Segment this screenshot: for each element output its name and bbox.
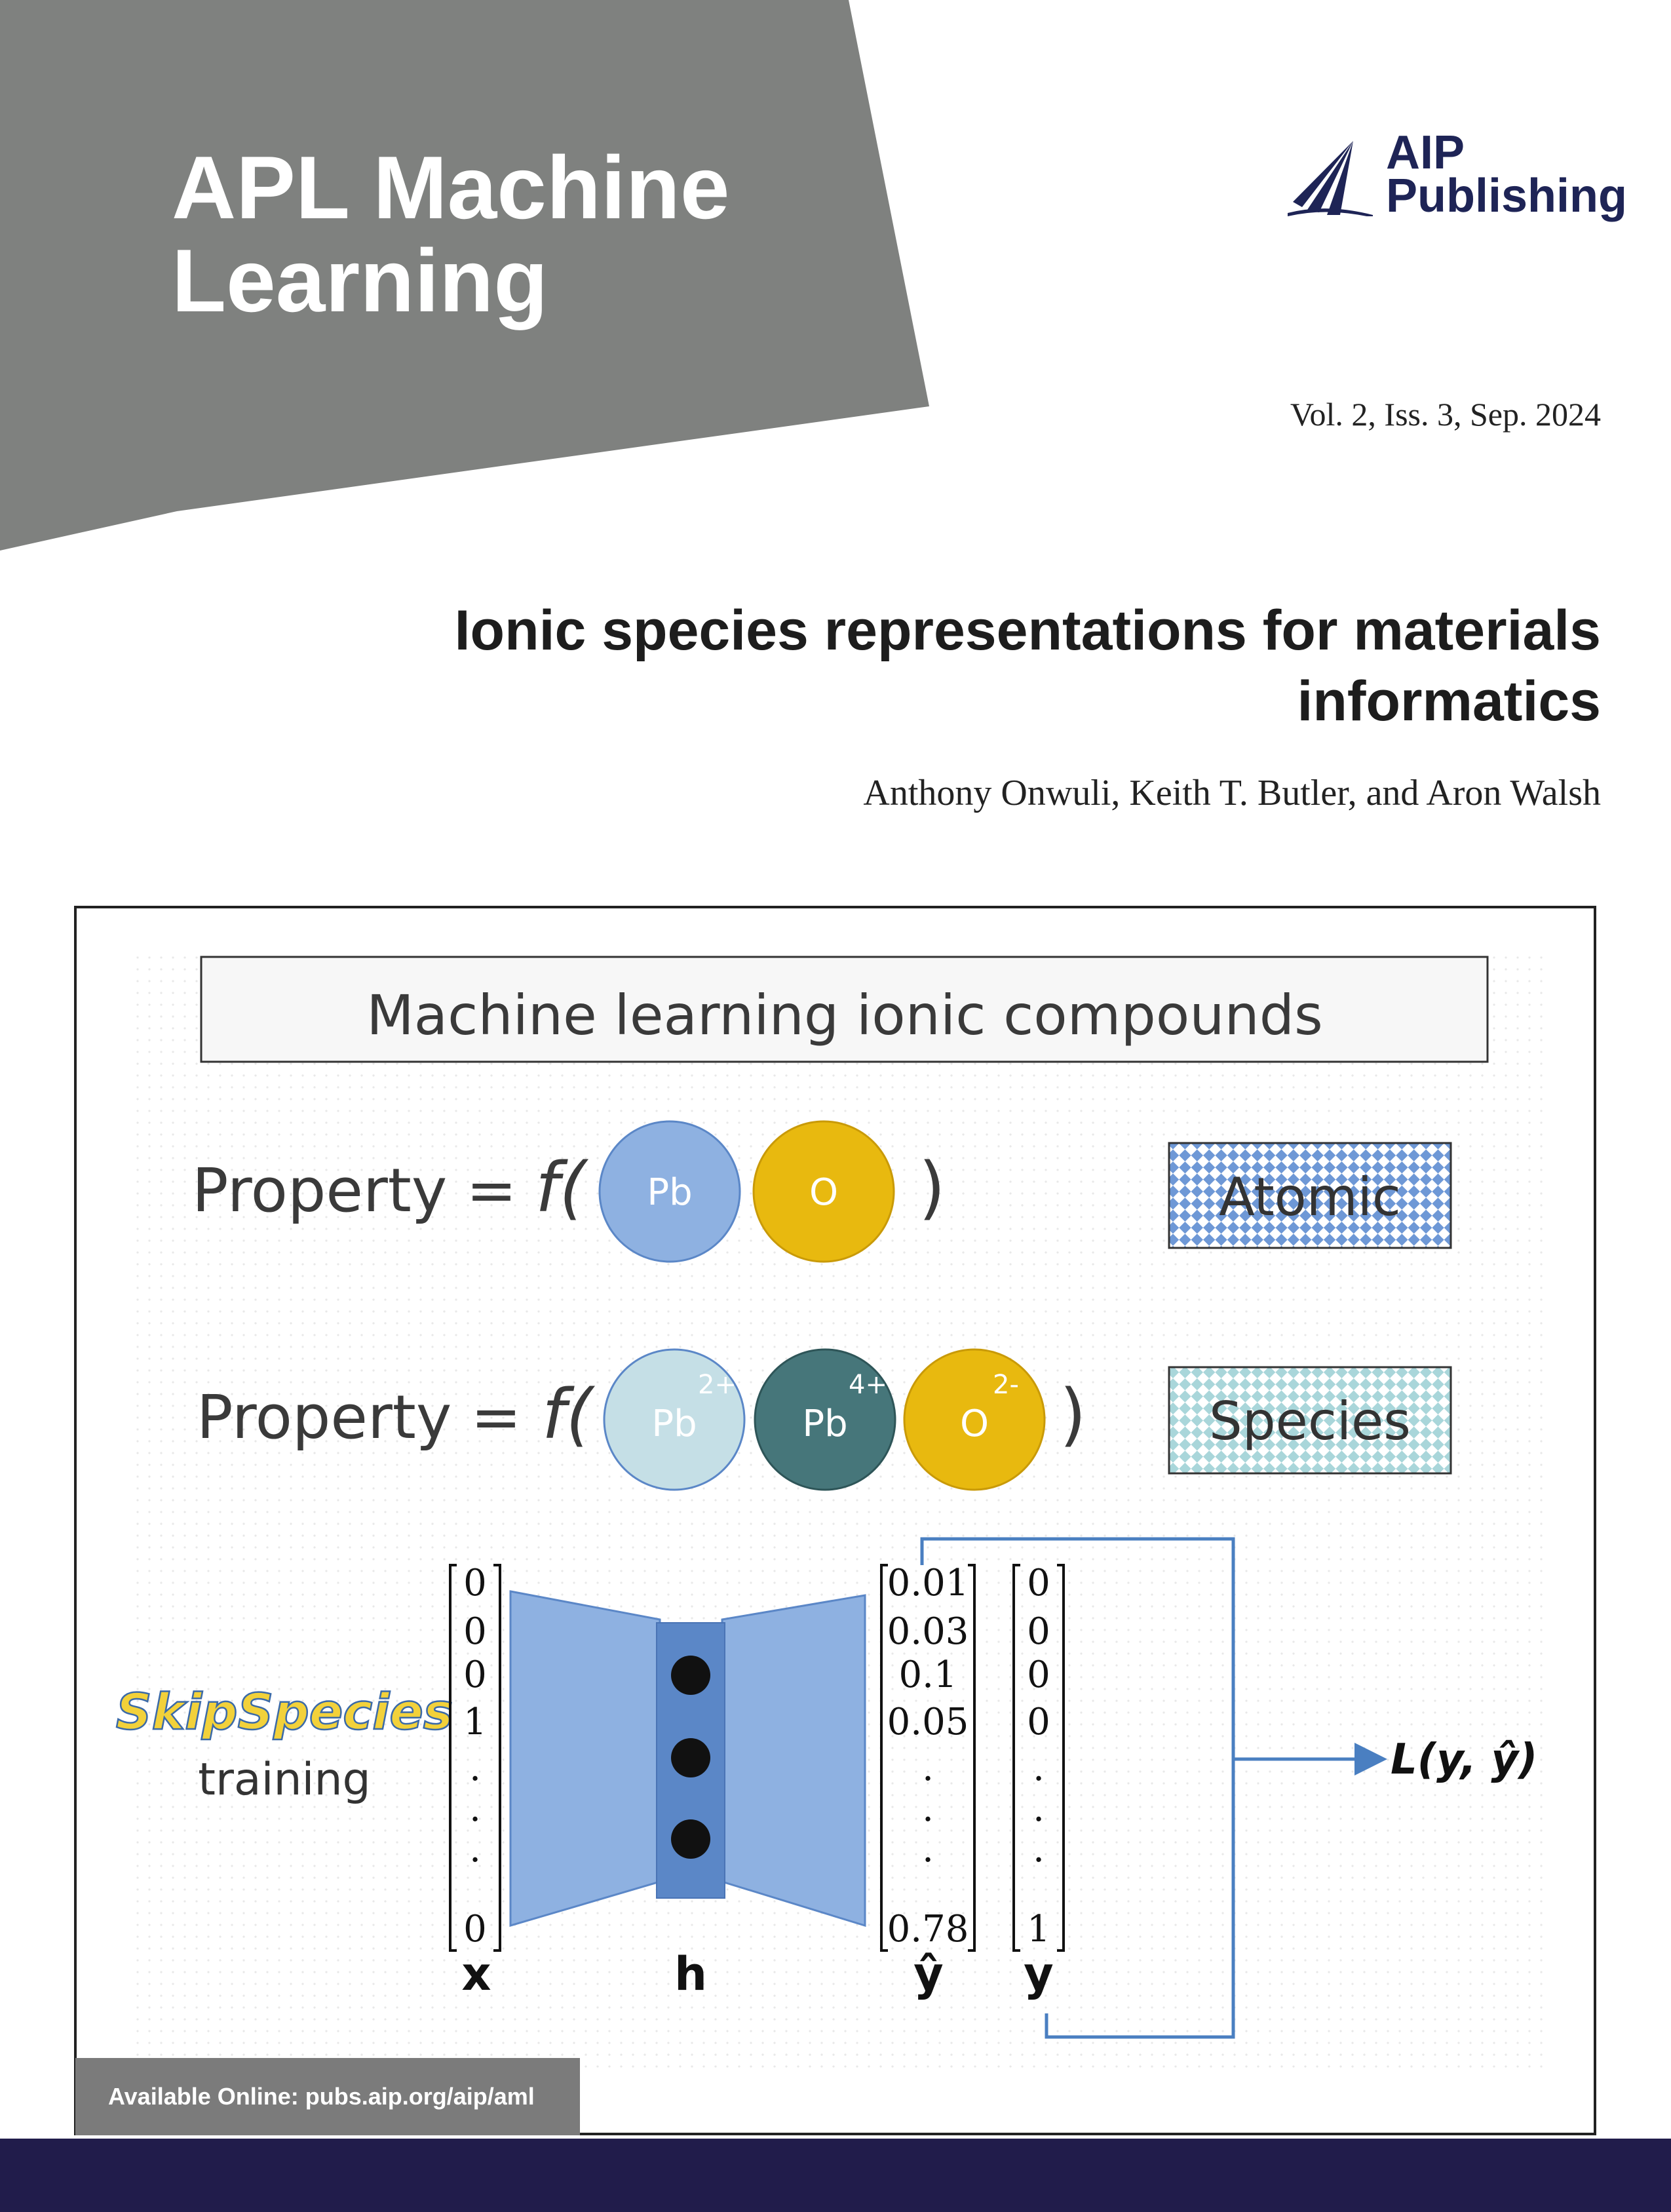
species-circle-pb2: [603, 1348, 746, 1491]
species-symbol-pb4: Pb: [802, 1403, 847, 1445]
y-vector-brackets: [1012, 1564, 1065, 1952]
aip-publishing-logo: [1288, 134, 1615, 220]
y-vector-entry: .: [1033, 1787, 1045, 1830]
species-symbol-o: O: [960, 1403, 989, 1445]
available-online-banner: Available Online: pubs.aip.org/aip/aml: [75, 2058, 580, 2135]
x-vector-entry: 0: [463, 1908, 487, 1950]
figure-heading: Machine learning ionic compounds: [366, 983, 1323, 1047]
yhat-vector-brackets: [880, 1564, 976, 1952]
issue-info: Vol. 2, Iss. 3, Sep. 2024: [1290, 396, 1601, 433]
species-circle-pb4: [754, 1348, 896, 1491]
graphical-abstract: Machine learning ionic compounds Propert…: [74, 906, 1596, 2135]
y-vector-entry: 0: [1027, 1610, 1050, 1653]
atom-symbol-pb: Pb: [647, 1171, 692, 1214]
publisher-name: AIP Publishing: [1386, 126, 1627, 222]
species-tag: Species: [1209, 1391, 1411, 1452]
loss-label: L(y, ŷ): [1391, 1736, 1537, 1784]
label-y: y: [1024, 1947, 1054, 2001]
journal-title-line1: APL Machine: [172, 138, 730, 237]
yhat-vector-entry: 0.78: [887, 1908, 969, 1950]
row2-close: ): [1060, 1374, 1086, 1454]
loss-connector: [920, 1537, 1235, 2039]
y-vector-entry: .: [1033, 1828, 1045, 1871]
title-banner: [0, 0, 929, 551]
species-circle-o: [903, 1348, 1046, 1491]
publisher-name-line1: AIP: [1386, 126, 1465, 179]
footer-bar: [0, 2139, 1671, 2212]
publisher-name-line2: Publishing: [1386, 170, 1627, 222]
label-x: x: [461, 1947, 491, 2001]
species-charge-pb4: 4+: [849, 1370, 887, 1400]
row1-lhs: Property =: [192, 1155, 517, 1226]
x-vector-entry: 1: [463, 1701, 487, 1743]
species-symbol-pb2: Pb: [651, 1403, 697, 1445]
decoder-trapezoid: [721, 1594, 866, 1928]
x-vector-entry: 0: [463, 1654, 487, 1696]
aip-swoosh-icon: [1288, 141, 1373, 216]
encoder-trapezoid: [509, 1590, 661, 1928]
article-title: Ionic species representations for materi…: [225, 595, 1601, 737]
yhat-vector-entry: 0.05: [887, 1701, 969, 1743]
row1-func: f(: [535, 1148, 589, 1228]
hidden-node: [671, 1738, 710, 1777]
yhat-vector-entry: .: [922, 1828, 934, 1871]
x-vector-entry: .: [469, 1747, 481, 1789]
method-name: SkipSpecies: [116, 1682, 453, 1741]
hidden-node: [671, 1819, 710, 1859]
yhat-vector: 0.01 0.030.1 0.05... 0.78: [887, 1562, 969, 1950]
heading-box: [200, 956, 1489, 1063]
hidden-node: [671, 1656, 710, 1695]
x-vector-entry: 0: [463, 1562, 487, 1604]
row1-close: ): [919, 1148, 946, 1228]
atom-circle-pb: [598, 1120, 741, 1263]
y-vector-entry: 0: [1027, 1654, 1050, 1696]
species-tag-box: [1168, 1366, 1452, 1475]
label-h: h: [674, 1947, 707, 2001]
atom-circle-o: [752, 1120, 895, 1263]
species-charge-pb2: 2+: [698, 1370, 737, 1400]
y-vector-entry: 0: [1027, 1562, 1050, 1604]
row2-func: f(: [542, 1374, 596, 1454]
yhat-vector-entry: 0.01: [887, 1562, 969, 1604]
x-vector-entry: .: [469, 1787, 481, 1830]
journal-title: APL Machine Learning: [172, 141, 893, 327]
yhat-vector-entry: 0.1: [898, 1654, 957, 1696]
yhat-vector-entry: 0.03: [887, 1610, 969, 1653]
article-title-line2: informatics: [1297, 670, 1601, 733]
row2-lhs: Property =: [197, 1382, 522, 1452]
species-charge-o: 2-: [993, 1370, 1019, 1400]
x-vector-entry: 0: [463, 1610, 487, 1653]
article-title-line1: Ionic species representations for materi…: [454, 599, 1601, 662]
article-authors: Anthony Onwuli, Keith T. Butler, and Aro…: [863, 773, 1601, 813]
yhat-vector-entry: .: [922, 1787, 934, 1830]
y-vector-entry: .: [1033, 1747, 1045, 1789]
journal-title-line2: Learning: [172, 231, 548, 330]
atomic-tag-box: [1168, 1142, 1452, 1249]
yhat-vector-entry: .: [922, 1747, 934, 1789]
x-vector-brackets: [449, 1564, 501, 1952]
figure-canvas: Machine learning ionic compounds Propert…: [115, 948, 1545, 2075]
y-vector-entry: 1: [1027, 1908, 1050, 1950]
method-sub: training: [198, 1754, 370, 1806]
atomic-tag: Atomic: [1219, 1167, 1401, 1228]
y-vector-entry: 0: [1027, 1701, 1050, 1743]
atom-symbol-o: O: [809, 1171, 838, 1214]
label-yhat: ŷ: [913, 1947, 944, 2001]
x-vector-entry: .: [469, 1828, 481, 1871]
